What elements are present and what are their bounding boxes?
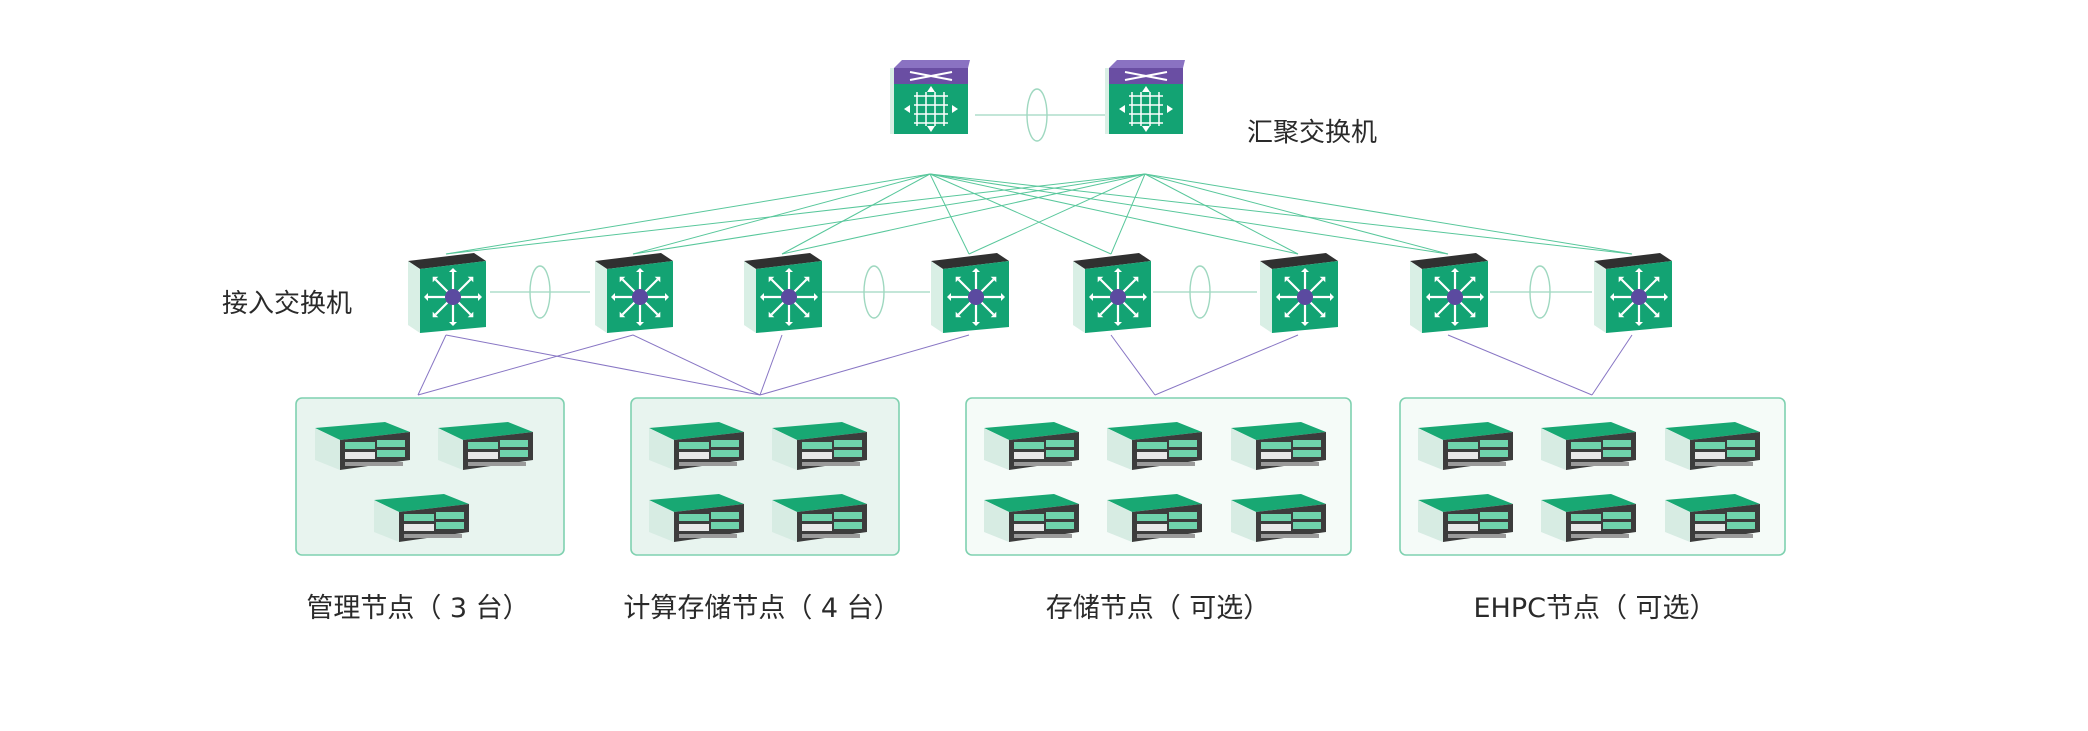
downlink-line (1447, 334, 1593, 396)
core-switch-label: 汇聚交换机 (1247, 118, 1378, 148)
uplink-line (929, 173, 1633, 255)
downlink-line (1154, 334, 1299, 396)
access-switch-icon (1410, 253, 1488, 333)
core-switch-icon (890, 60, 970, 134)
access-switch-icon (744, 253, 822, 333)
rack-server-icon (1231, 422, 1326, 470)
uplink-line (632, 173, 1146, 255)
downlink-line (759, 334, 783, 396)
rack-server-icon (772, 422, 867, 470)
downlink-line (445, 334, 761, 396)
rack-server-icon (772, 494, 867, 542)
uplink-line (781, 173, 931, 255)
uplink-line (929, 173, 970, 255)
rack-server-icon (1418, 494, 1513, 542)
downlink-line (1110, 334, 1156, 396)
downlink-line (417, 334, 634, 396)
rack-server-icon (374, 494, 469, 542)
uplink-line (445, 173, 1146, 255)
rack-server-icon (1541, 494, 1636, 542)
rack-server-icon (649, 494, 744, 542)
access-switch-icon (1073, 253, 1151, 333)
uplink-line (1144, 173, 1633, 255)
link-aggregation-icon (863, 265, 885, 319)
uplink-line (929, 173, 1449, 255)
group-label-storage: 存储节点（ 可选） (1045, 593, 1271, 624)
rack-server-icon (1107, 422, 1202, 470)
access-switch-icon (408, 253, 486, 333)
downlink-line (417, 334, 447, 396)
rack-server-icon (315, 422, 410, 470)
access-switch-label: 接入交换机 (222, 289, 353, 319)
links-layer (417, 88, 1633, 396)
link-aggregation-icon (1529, 265, 1551, 319)
uplink-line (1144, 173, 1449, 255)
uplink-line (929, 173, 1112, 255)
rack-server-icon (984, 422, 1079, 470)
access-switch-icon (1260, 253, 1338, 333)
groups-layer (295, 397, 1786, 556)
link-aggregation-icon (529, 265, 551, 319)
link-aggregation-icon (1189, 265, 1211, 319)
group-label-mgmt: 管理节点（ 3 台） (306, 593, 530, 624)
core-switch-icon (1105, 60, 1185, 134)
rack-server-icon (649, 422, 744, 470)
link-aggregation-icon (1026, 88, 1048, 142)
devices-layer (408, 60, 1672, 333)
uplink-line (781, 173, 1146, 255)
uplink-line (1110, 173, 1146, 255)
rack-server-icon (984, 494, 1079, 542)
downlink-line (632, 334, 761, 396)
rack-server-icon (1418, 422, 1513, 470)
uplink-line (929, 173, 1299, 255)
group-label-compute: 计算存储节点（ 4 台） (623, 593, 901, 624)
access-switch-icon (931, 253, 1009, 333)
group-label-ehpc: EHPC节点（ 可选） (1473, 593, 1717, 624)
rack-server-icon (1541, 422, 1636, 470)
rack-server-icon (438, 422, 533, 470)
uplink-line (1144, 173, 1299, 255)
access-switch-icon (1594, 253, 1672, 333)
downlink-line (759, 334, 970, 396)
rack-server-icon (1665, 494, 1760, 542)
rack-server-icon (1665, 422, 1760, 470)
uplink-line (632, 173, 931, 255)
uplink-line (445, 173, 931, 255)
rack-server-icon (1231, 494, 1326, 542)
uplink-line (968, 173, 1146, 255)
downlink-line (1591, 334, 1633, 396)
access-switch-icon (595, 253, 673, 333)
rack-server-icon (1107, 494, 1202, 542)
